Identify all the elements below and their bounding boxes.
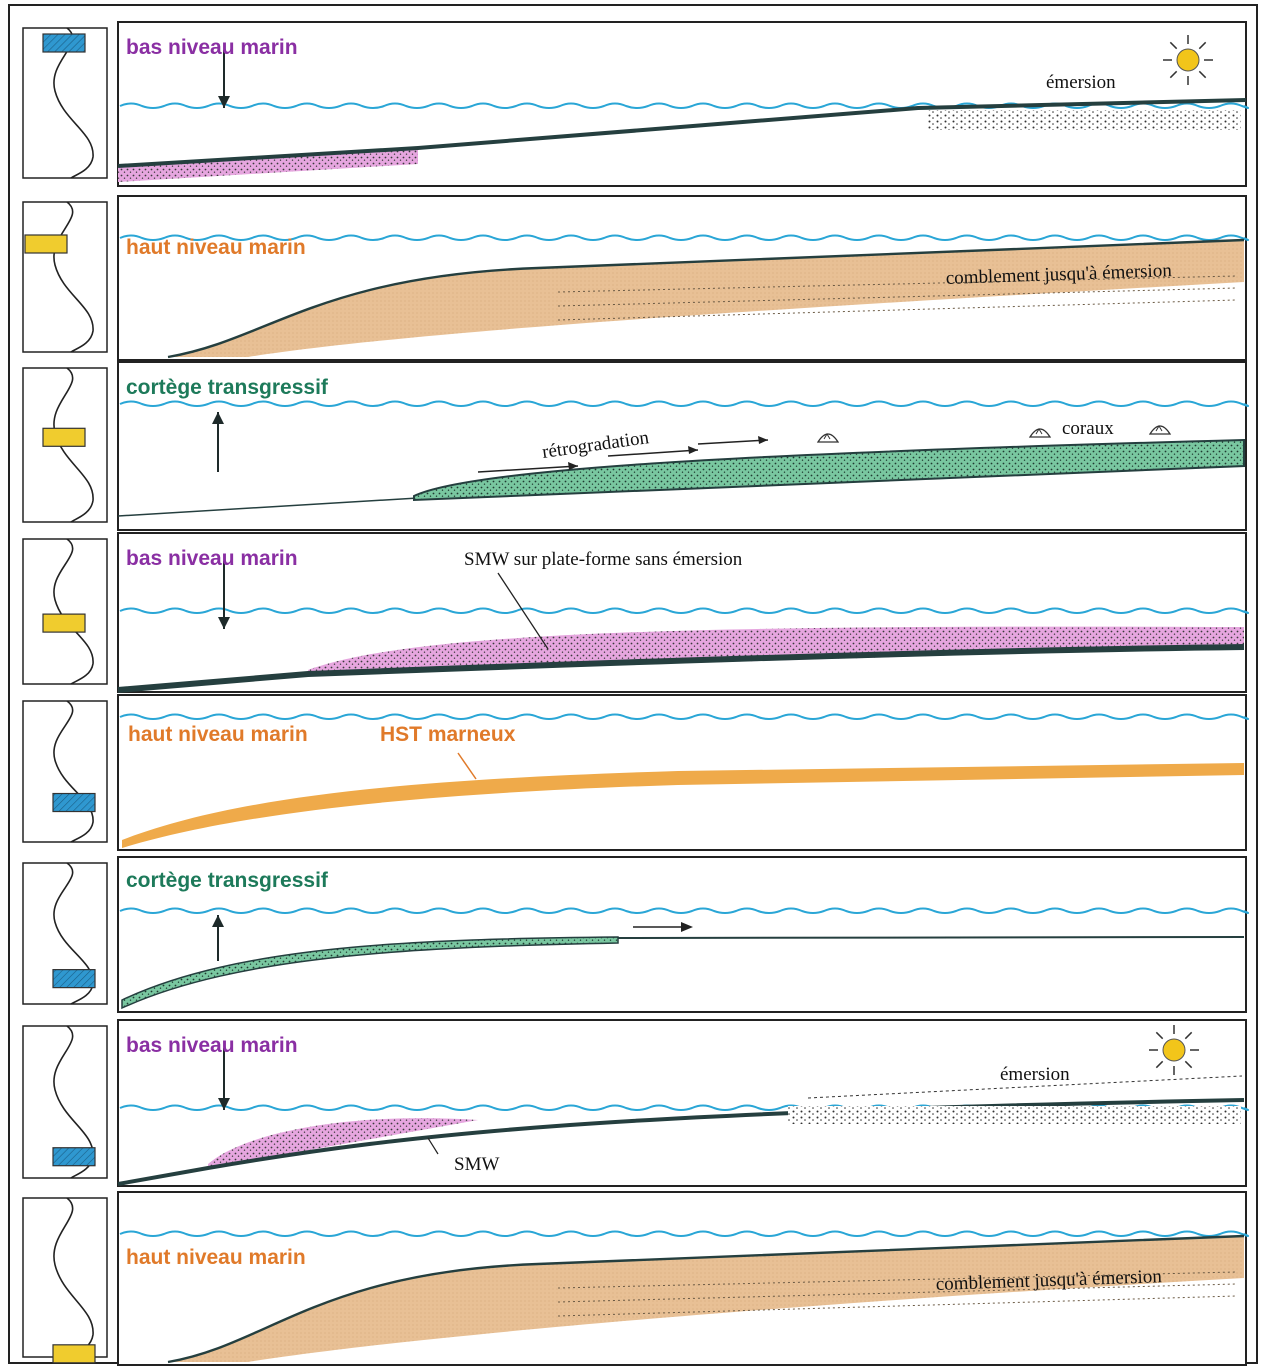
annotation-emersion: émersion bbox=[1000, 1064, 1070, 1085]
emerged-zone bbox=[928, 110, 1241, 130]
panel-1: bas niveau marin émersion bbox=[22, 21, 1249, 187]
highstand-deposit bbox=[168, 1236, 1244, 1362]
sea-surface-line bbox=[119, 1230, 1249, 1237]
annotation-emersion: émersion bbox=[1046, 72, 1116, 93]
panel-box bbox=[117, 856, 1247, 1013]
sea-level-rise-arrow bbox=[212, 915, 224, 927]
highstand-deposit bbox=[168, 240, 1244, 357]
panel-title: haut niveau marin bbox=[126, 1246, 306, 1269]
curve-position-marker bbox=[52, 969, 96, 989]
sea-surface-line bbox=[119, 234, 1249, 241]
sea-surface-line bbox=[119, 607, 1249, 614]
sun-icon bbox=[1163, 35, 1213, 85]
coral-icon bbox=[1028, 428, 1052, 438]
panel-title: cortège transgressif bbox=[126, 869, 329, 892]
sea-level-curve-thumbnail bbox=[22, 1025, 108, 1179]
sea-level-curve-thumbnail bbox=[22, 538, 108, 685]
sea-level-curve-thumbnail bbox=[22, 27, 108, 179]
sea-level-fall-arrow bbox=[218, 96, 230, 108]
curve-position-marker bbox=[42, 427, 86, 447]
curve-position-marker bbox=[52, 1344, 96, 1364]
transgressive-deposit bbox=[413, 438, 1245, 502]
curve-position-marker bbox=[24, 234, 68, 254]
panel-6: cortège transgressif bbox=[22, 856, 1249, 1013]
annotation-smw-platform: SMW sur plate-forme sans émersion bbox=[464, 549, 743, 570]
emerged-zone bbox=[788, 1106, 1241, 1124]
panel-5: haut niveau marin HST marneux bbox=[22, 694, 1249, 851]
sun-icon bbox=[1149, 1025, 1199, 1075]
panel-title: bas niveau marin bbox=[126, 36, 298, 59]
sea-surface-line bbox=[119, 102, 1249, 109]
panel-title: haut niveau marin bbox=[128, 723, 308, 746]
annotation-smw: SMW bbox=[454, 1154, 499, 1175]
annotation-corals: coraux bbox=[1062, 418, 1114, 439]
transgressive-deposit bbox=[121, 936, 619, 1010]
platform-surface bbox=[117, 98, 1247, 168]
sea-level-fall-arrow bbox=[218, 1098, 230, 1110]
panel-title: bas niveau marin bbox=[126, 1034, 298, 1057]
lowstand-wedge bbox=[118, 148, 418, 182]
curve-position-marker bbox=[52, 792, 96, 813]
sea-surface-line bbox=[119, 400, 1249, 407]
sea-level-curve-thumbnail bbox=[22, 367, 108, 523]
sea-level-rise-arrow bbox=[212, 412, 224, 424]
sea-surface-line bbox=[119, 713, 1249, 720]
coral-icon bbox=[816, 433, 840, 443]
sea-level-curve-thumbnail bbox=[22, 1197, 108, 1364]
sea-level-curve-thumbnail bbox=[22, 862, 108, 1005]
sea-level-curve-thumbnail bbox=[22, 201, 108, 353]
panel-title: cortège transgressif bbox=[126, 376, 329, 399]
marl-layer bbox=[122, 763, 1244, 848]
coral-icon bbox=[1148, 425, 1172, 435]
lowstand-wedge bbox=[308, 626, 1244, 674]
panel-title: bas niveau marin bbox=[126, 547, 298, 570]
curve-position-marker bbox=[42, 33, 86, 53]
curve-position-marker bbox=[52, 1147, 96, 1167]
curve-position-marker bbox=[42, 613, 86, 633]
sea-level-fall-arrow bbox=[218, 617, 230, 629]
annotation-hst-marl: HST marneux bbox=[380, 723, 516, 746]
platform-surface bbox=[117, 644, 1245, 693]
sea-level-curve-thumbnail bbox=[22, 700, 108, 843]
panel-4: bas niveau marin SMW sur plate-forme sans… bbox=[22, 532, 1249, 693]
panel-title: haut niveau marin bbox=[126, 236, 306, 259]
sea-surface-line bbox=[119, 907, 1249, 914]
